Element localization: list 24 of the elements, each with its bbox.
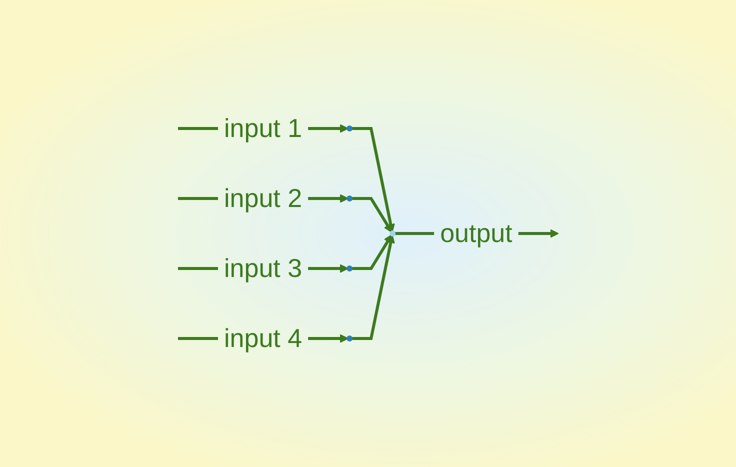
- arrow: [308, 194, 348, 203]
- arrow: [308, 334, 348, 343]
- line: [178, 197, 218, 200]
- node-label: input 1: [224, 113, 302, 143]
- line: [178, 337, 218, 340]
- arrow: [518, 229, 559, 238]
- arrow: [350, 234, 392, 270]
- line: [178, 127, 218, 130]
- node-label: input 4: [224, 323, 302, 353]
- line: [178, 267, 218, 270]
- node-label: output: [440, 218, 512, 248]
- node-label: input 3: [224, 253, 302, 283]
- circle-node: [389, 230, 396, 236]
- circle-node: [346, 266, 352, 272]
- circle-node: [346, 336, 352, 342]
- arrow: [350, 197, 392, 233]
- arrow: [308, 124, 348, 133]
- circle-node: [346, 126, 352, 132]
- circle-node: [346, 196, 352, 202]
- arrow: [350, 127, 395, 232]
- line: [394, 232, 434, 235]
- arrow: [350, 234, 395, 340]
- arrow: [308, 264, 348, 273]
- node-label: input 2: [224, 183, 302, 213]
